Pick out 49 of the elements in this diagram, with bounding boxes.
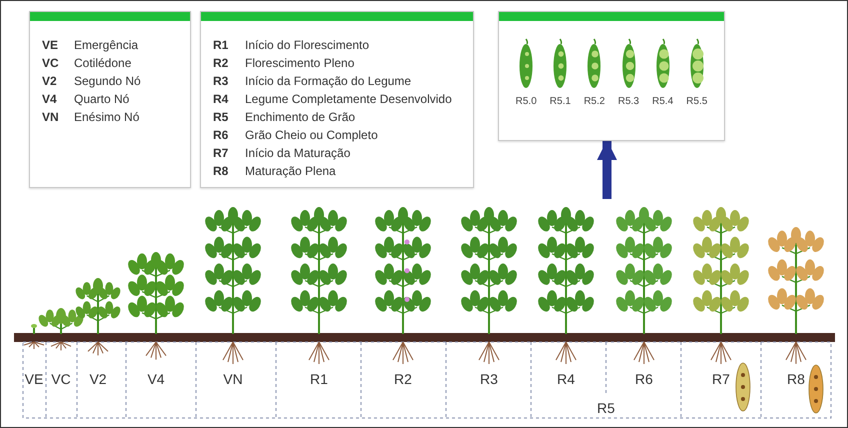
stage-label: R3 — [480, 371, 498, 387]
stage-description: Cotilédone — [74, 56, 132, 71]
pod-stage-label: R5.2 — [584, 96, 605, 107]
arrow — [597, 140, 617, 199]
stage-label: V2 — [89, 371, 107, 387]
stage-description: Início da Maturação — [245, 146, 352, 161]
stage-description: Grão Cheio ou Completo — [245, 128, 379, 143]
stage-code: VC — [42, 56, 60, 71]
stage-code: R6 — [213, 128, 230, 143]
pod-stage-label: R5.5 — [686, 96, 708, 107]
reproductive-stage-panel — [200, 11, 474, 188]
stage-description: Legume Completamente Desenvolvido — [245, 92, 452, 107]
stage-description: Enchimento de Grão — [245, 110, 356, 125]
stage-description: Início da Formação do Legume — [245, 74, 412, 89]
stage-code: R2 — [213, 56, 230, 71]
pod-stage-label: R5.4 — [652, 96, 674, 107]
stage-code: R7 — [213, 146, 230, 161]
stage-code: VN — [42, 110, 60, 125]
stage-code: V2 — [42, 74, 58, 89]
stage-description: Maturação Plena — [245, 164, 337, 179]
stage-code: R1 — [213, 38, 230, 53]
stage-code: R3 — [213, 74, 230, 89]
stage-description: Florescimento Pleno — [245, 56, 356, 71]
stage-code: R8 — [213, 164, 230, 179]
stage-label: R6 — [635, 371, 653, 387]
stage-description: Enésimo Nó — [74, 110, 140, 125]
stage-code: VE — [42, 38, 60, 53]
pod-stage-label: R5.1 — [550, 96, 571, 107]
vegetative-stage-panel — [29, 11, 191, 188]
stage-description: Quarto Nó — [74, 92, 130, 107]
stage-label: R1 — [310, 371, 328, 387]
stage-label: VN — [223, 371, 243, 387]
stage-label: R8 — [787, 371, 805, 387]
stage-description: Início do Florescimento — [245, 38, 370, 53]
stage-code: R4 — [213, 92, 230, 107]
stage-label: VE — [24, 371, 44, 387]
pod-stage-label: R5.3 — [618, 96, 640, 107]
stage-label: V4 — [147, 371, 165, 387]
stage-description: Emergência — [74, 38, 140, 53]
stage-label: R7 — [712, 371, 730, 387]
stage-code: V4 — [42, 92, 58, 107]
pod-stage-label: R5.0 — [516, 96, 537, 107]
stage-code: R5 — [213, 110, 230, 125]
stage-label: R4 — [557, 371, 575, 387]
stage-description: Segundo Nó — [74, 74, 141, 89]
stage-label: VC — [51, 371, 71, 387]
stage-label: R5 — [597, 400, 615, 416]
pod-stage-panel — [498, 11, 725, 141]
stage-label: R2 — [394, 371, 412, 387]
